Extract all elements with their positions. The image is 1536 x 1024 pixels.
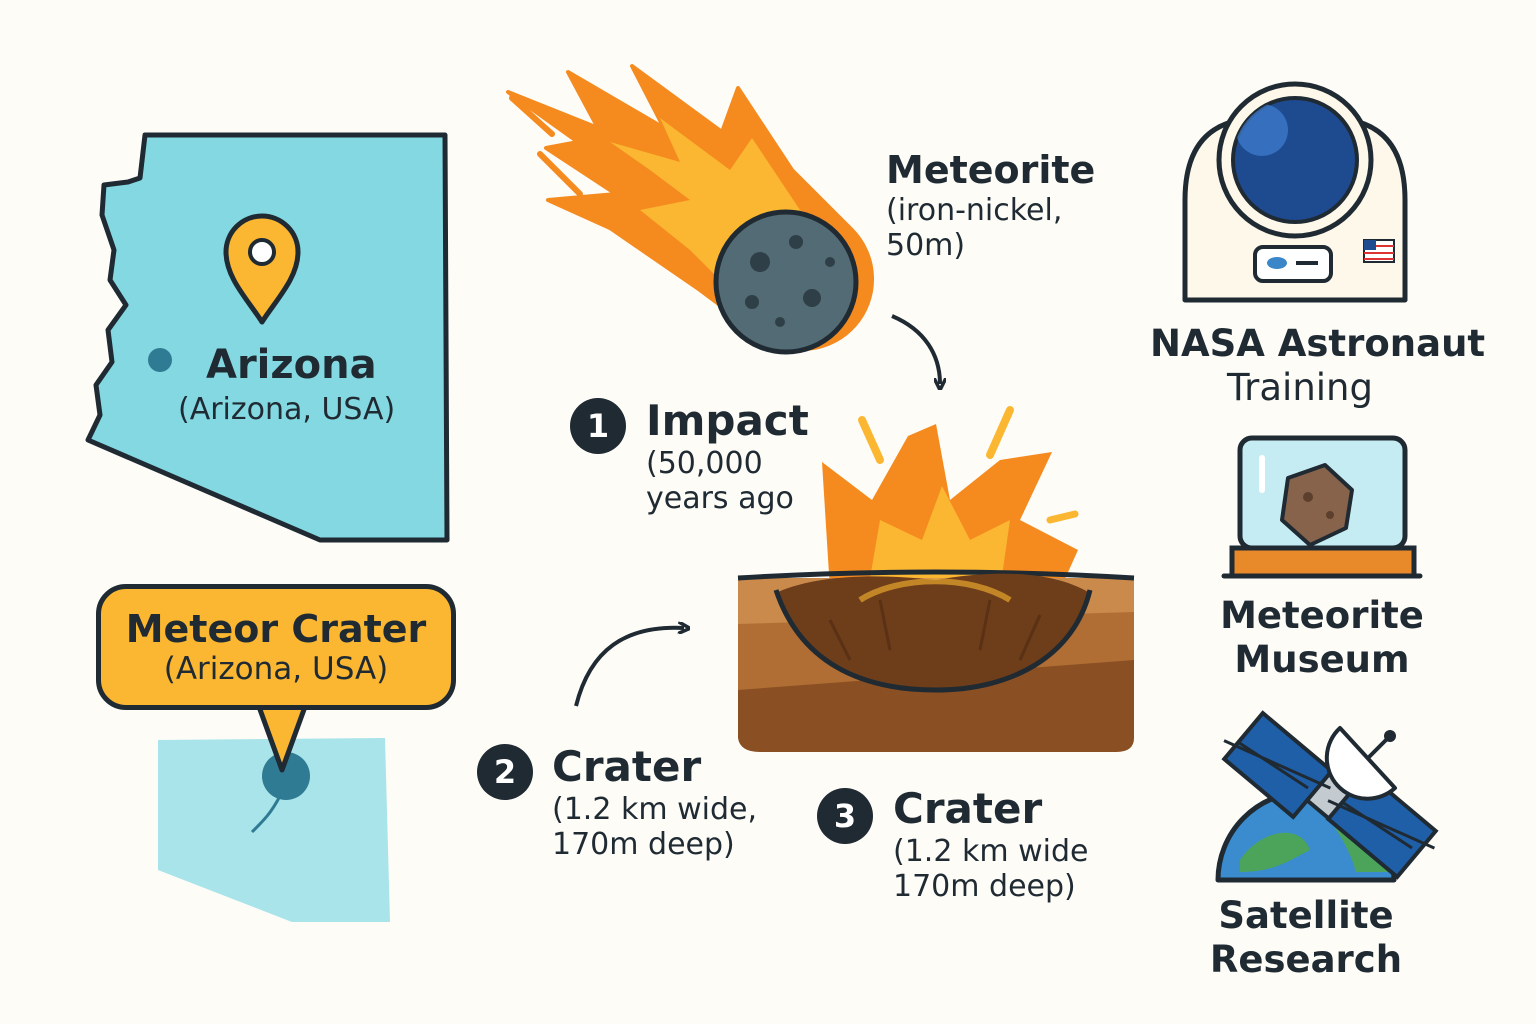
sidebar-item-satellite: Satellite Research [1156,894,1456,981]
meteorite-label: Meteorite (iron-nickel, 50m) [886,148,1095,264]
crater-marker-dot [262,752,310,800]
step-3-line1: (1.2 km wide [893,833,1089,869]
sidebar-item-label: Research [1209,937,1403,981]
arrow-to-crater [574,628,684,707]
step-1-line1: (50,000 [646,445,763,481]
step-2-badge: 2 [477,744,533,800]
meteorite-title: Meteorite [886,148,1096,192]
sidebar-item-label: Meteorite [1220,594,1424,637]
arizona-map-shape [85,132,450,543]
step-3-badge: 3 [817,788,873,844]
meteorite-line2: 50m) [886,228,966,264]
astronaut-icon [1182,81,1408,303]
step-1-title: Impact [646,396,809,445]
step-2-line2: 170m deep) [552,826,735,862]
step-2-line1: (1.2 km wide, [552,791,757,827]
step-1-badge: 1 [570,398,626,454]
sidebar-item-museum: Meteorite Museum [1172,594,1472,681]
map-location-dot [148,348,172,372]
step-3-line2: 170m deep) [893,868,1076,904]
sidebar-item-astronaut: NASA Astronaut Training [1150,322,1486,409]
arrow-meteorite-to-impact [891,314,940,384]
location-pin-icon [223,213,301,325]
crater-cross-section [737,406,1135,752]
step-2-title: Crater [552,742,702,791]
museum-display-icon [1221,435,1423,579]
step-2-text: Crater (1.2 km wide, 170m deep) [552,742,757,862]
sidebar-item-label: NASA Astronaut [1150,322,1486,365]
crater-trail-line [250,795,282,834]
state-label: Arizona [206,342,377,388]
meteorite-illustration [506,64,875,355]
satellite-icon [1215,710,1439,883]
callout-subtitle: (Arizona, USA) [163,651,389,687]
sidebar-item-label: Training [1227,365,1373,409]
sidebar-item-label: Satellite [1218,894,1394,937]
crater-region-map [158,738,390,922]
step-3-text: Crater (1.2 km wide 170m deep) [893,784,1088,904]
meteor-crater-callout: Meteor Crater (Arizona, USA) [96,584,456,710]
step-3-title: Crater [893,784,1043,833]
sidebar-item-label: Museum [1234,637,1410,681]
state-sublabel: (Arizona, USA) [178,392,396,427]
step-1-text: Impact (50,000 years ago [646,396,809,516]
step-1-line2: years ago [646,480,794,516]
callout-pointer [255,703,309,773]
callout-title: Meteor Crater [125,607,427,651]
meteorite-line1: (iron-nickel, [886,192,1063,228]
